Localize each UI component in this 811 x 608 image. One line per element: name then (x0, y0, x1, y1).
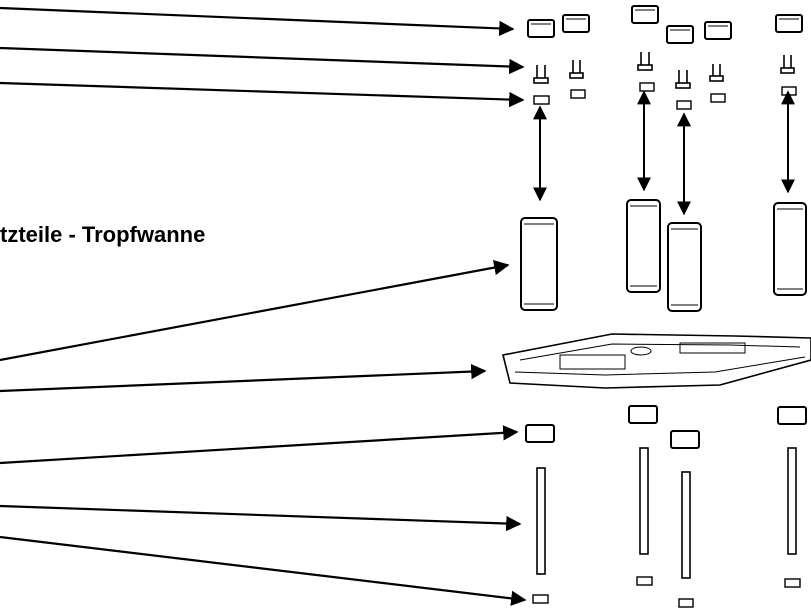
pad-icon (781, 86, 797, 96)
pin-icon (569, 60, 584, 79)
top-pads (533, 82, 797, 110)
callout-arrow-rod (0, 504, 522, 532)
spacer-columns (520, 199, 807, 312)
rod-icon (536, 467, 546, 575)
cap-icon (775, 14, 803, 33)
spacer-column-icon (520, 217, 558, 311)
cap-icon (631, 5, 659, 24)
callout-arrow-spacer (0, 259, 510, 362)
foot-icon (784, 578, 801, 588)
spacer-column-icon (667, 222, 702, 312)
cap-icon (527, 19, 555, 38)
drip-tray (502, 333, 811, 389)
callout-arrow-foot-bottom (0, 535, 527, 606)
foot-pins (533, 52, 795, 89)
callout-arrow-pad-top (0, 81, 525, 108)
spacer-column-icon (626, 199, 661, 293)
cap-icon (777, 406, 807, 425)
pad-icon (710, 93, 726, 103)
pad-icon (570, 89, 586, 99)
foot-icon (678, 598, 694, 608)
pin-icon (675, 70, 691, 89)
cap-icon (562, 14, 590, 33)
foot-icon (532, 594, 549, 604)
pin-icon (637, 52, 653, 71)
drip-tray-icon (502, 333, 811, 389)
spacer-column-icon (773, 202, 807, 296)
cap-icon (525, 424, 555, 443)
pad-icon (676, 100, 692, 110)
diagram-title: tzteile - Tropfwanne (0, 222, 206, 247)
cap-icon (628, 405, 658, 424)
pad-icon (533, 95, 550, 105)
assembly-arrows (533, 90, 795, 216)
pin-icon (780, 55, 795, 74)
callout-arrow-cap-top (0, 6, 515, 37)
pad-icon (639, 82, 655, 92)
pin-icon (709, 64, 724, 82)
bottom-caps (525, 405, 807, 449)
bottom-feet (532, 576, 801, 608)
callout-arrows (0, 6, 527, 606)
callout-arrow-pin-top (0, 46, 525, 75)
callout-arrow-cap-bottom (0, 425, 519, 465)
foot-icon (636, 576, 653, 586)
callout-arrow-tray (0, 363, 487, 393)
rod-icon (787, 447, 797, 555)
pin-icon (533, 65, 549, 84)
rod-icon (639, 447, 649, 555)
top-caps (527, 5, 803, 44)
cap-icon (704, 21, 732, 40)
rod-icon (681, 471, 691, 579)
rods (536, 447, 797, 579)
cap-icon (670, 430, 700, 449)
cap-icon (666, 25, 694, 44)
